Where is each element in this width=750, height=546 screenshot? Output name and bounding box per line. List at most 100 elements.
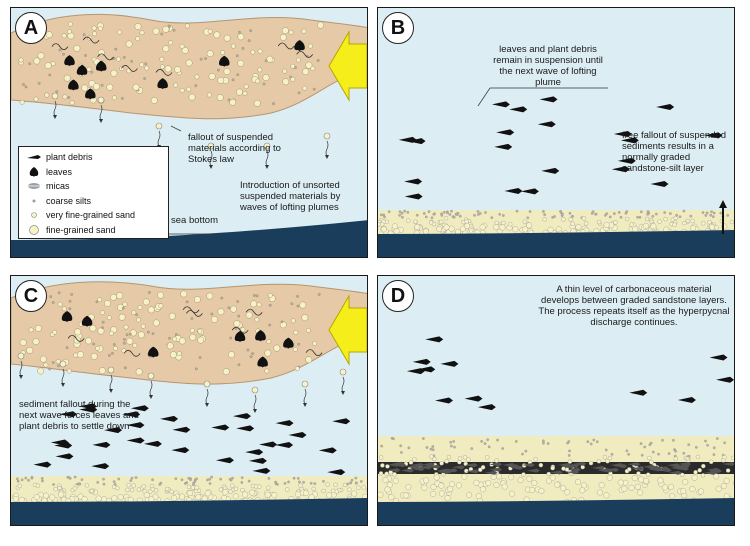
sediment-grain xyxy=(176,351,182,356)
sediment-grain xyxy=(250,49,256,55)
sediment-grain xyxy=(44,92,50,98)
layer-grain xyxy=(561,466,566,471)
sediment-grain xyxy=(268,323,272,327)
sediment-grain xyxy=(135,313,139,317)
layer-grain xyxy=(153,488,159,493)
sediment-grain xyxy=(208,72,216,80)
leaf xyxy=(716,376,734,383)
sediment-grain xyxy=(288,29,294,35)
layer-grain xyxy=(494,458,499,463)
leaf xyxy=(219,55,230,67)
leaf xyxy=(215,457,234,464)
leaf xyxy=(234,330,246,342)
layer-grain xyxy=(80,478,84,482)
layer-grains xyxy=(12,475,367,505)
layer-grain xyxy=(393,228,400,235)
carbon-fragment xyxy=(668,470,682,475)
sediment-grain xyxy=(257,48,263,54)
layer-grain xyxy=(639,442,643,446)
layer-grain xyxy=(210,475,214,479)
layer-grain xyxy=(266,485,271,490)
layer-grain xyxy=(538,487,545,494)
layer-grain xyxy=(40,476,44,480)
sediment-grain xyxy=(58,48,62,52)
layer-grain xyxy=(433,474,440,481)
fall-path xyxy=(61,368,65,385)
layer-grain xyxy=(647,455,652,461)
layer-grain xyxy=(636,471,641,476)
layer-grain xyxy=(596,219,602,225)
layer-grain xyxy=(428,220,434,225)
carbon-fragment xyxy=(387,468,401,473)
layer-grain xyxy=(568,449,571,453)
sediment-grain xyxy=(92,83,100,90)
layer-grain xyxy=(545,477,552,484)
layer-grain xyxy=(720,483,727,490)
layer-grain xyxy=(449,444,453,448)
layer-grain xyxy=(682,451,686,455)
layer-grain xyxy=(709,459,714,465)
layer-grain xyxy=(628,484,635,491)
leaf xyxy=(252,467,271,474)
sediment-grain xyxy=(32,338,40,346)
layer-grain xyxy=(646,212,650,216)
fall-arrow-head xyxy=(205,403,209,407)
layer-grain xyxy=(687,454,690,458)
layer-grain xyxy=(476,213,480,216)
layer-grain xyxy=(638,215,642,219)
coarse-silt-icon xyxy=(25,195,43,207)
layer-grain xyxy=(230,483,235,488)
layer-grain xyxy=(422,228,429,235)
sediment-grain xyxy=(236,73,240,77)
sediment-grain xyxy=(296,295,299,298)
layer-grain xyxy=(111,495,118,502)
layer-grain xyxy=(680,487,687,494)
sediment-grain xyxy=(228,351,235,359)
plant-debris-icon xyxy=(25,151,43,163)
sediment-grain xyxy=(170,351,177,359)
layer-grain xyxy=(643,477,650,484)
layer-grain xyxy=(596,489,603,496)
sea-bottom xyxy=(11,498,367,525)
sediment-grain xyxy=(106,83,114,91)
layer-grain xyxy=(400,451,403,454)
falling-sand-grain xyxy=(339,368,347,376)
layer-grain xyxy=(350,478,354,482)
layer-grain xyxy=(729,219,734,225)
layer-grain xyxy=(72,486,78,491)
fall-arrow-head xyxy=(149,395,153,399)
layer-grain xyxy=(425,446,429,449)
sediment-grain xyxy=(74,328,82,336)
sediment-grain xyxy=(121,306,125,310)
carbon-fragment xyxy=(597,468,611,473)
layer-grain xyxy=(412,457,417,462)
leaf xyxy=(55,453,74,460)
layer-grain xyxy=(594,212,597,216)
carbon-fragment xyxy=(656,466,670,471)
layer-grain xyxy=(126,482,131,488)
layer-grain xyxy=(564,489,571,496)
panel-letter: D xyxy=(382,280,414,312)
sediment-grain xyxy=(112,343,116,346)
sediment-grain xyxy=(68,299,72,303)
sediment-grain xyxy=(293,330,299,335)
leaf xyxy=(54,442,73,449)
sediment-grain xyxy=(229,98,237,106)
layer-grain xyxy=(579,487,586,494)
layer-grain xyxy=(296,477,300,480)
layer-grain xyxy=(452,440,456,443)
leaf xyxy=(81,315,93,327)
sediment-grain xyxy=(61,306,67,312)
layer-grain xyxy=(321,488,326,494)
sediment-grain xyxy=(237,314,241,318)
layer-grain xyxy=(583,221,589,226)
layer-grain xyxy=(612,212,616,215)
layer-grain xyxy=(347,487,352,492)
layer-grain xyxy=(673,456,678,462)
sediment-grain xyxy=(86,66,92,72)
leaf xyxy=(104,427,123,434)
layer-grain xyxy=(501,483,508,490)
carbon-fragment xyxy=(437,470,451,475)
layer-grain xyxy=(624,216,630,222)
sediment-grain xyxy=(210,312,214,316)
